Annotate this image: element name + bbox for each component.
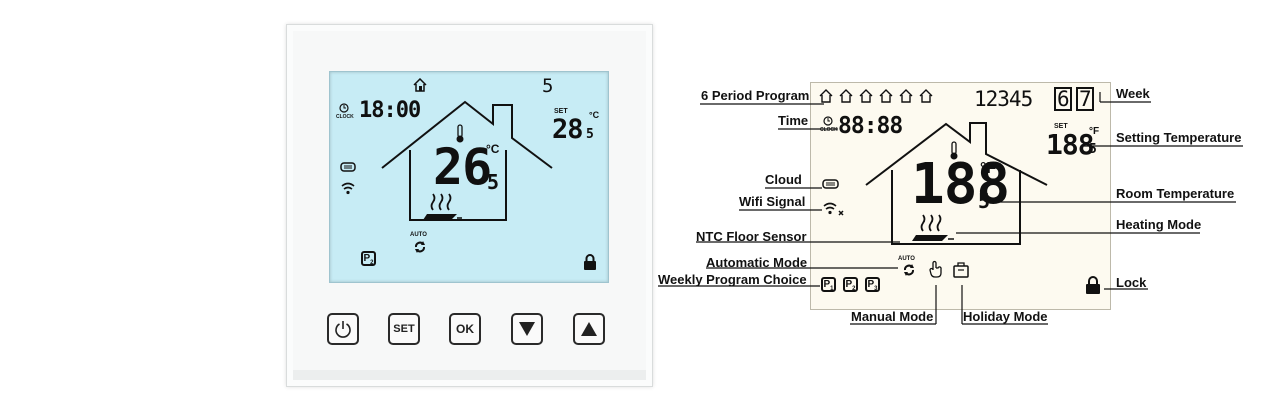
down-arrow-icon <box>519 322 535 336</box>
auto-label: AUTO <box>410 232 427 238</box>
clock-label: CLOCK <box>820 127 838 133</box>
set-label: SET <box>554 108 568 115</box>
clock-icon <box>823 116 833 126</box>
thermometer-icon <box>950 141 958 160</box>
period-program-icon <box>413 78 427 92</box>
label-auto-mode: Automatic Mode <box>706 255 808 270</box>
room-temp-unit: °F <box>980 160 997 177</box>
week-day-7: 7 <box>1076 87 1094 111</box>
label-weekly-program: Weekly Program Choice <box>658 272 807 287</box>
cloud-icon <box>340 162 356 172</box>
label-holiday-mode: Holiday Mode <box>963 309 1048 324</box>
manual-hand-icon <box>929 260 942 278</box>
program-indicator: P2 <box>361 251 376 266</box>
auto-mode-icon <box>904 264 914 276</box>
lcd-screen: 5 CLOCK 18:00 SET °C 28 5 26 5 °C AUTO <box>329 71 609 283</box>
set-temp-unit: °C <box>589 110 600 120</box>
lock-icon <box>584 254 596 270</box>
period-program-icons <box>819 89 933 103</box>
set-temp-decimal: 5 <box>586 127 594 142</box>
label-period-program: 6 Period Program <box>701 88 810 103</box>
panel-bottom-edge <box>293 370 646 380</box>
set-temp-unit: °F <box>1089 126 1100 137</box>
clock-label: CLOCK <box>336 114 354 120</box>
thermometer-icon <box>456 124 464 143</box>
set-temp-value: 28 <box>552 114 584 145</box>
label-lock: Lock <box>1116 275 1147 290</box>
lcd-diagram <box>810 82 1111 310</box>
label-manual-mode: Manual Mode <box>851 309 934 324</box>
room-temp-unit: °C <box>486 142 500 156</box>
clock-time: 88:88 <box>838 113 903 139</box>
power-button[interactable] <box>327 313 359 345</box>
label-room-temp: Room Temperature <box>1116 186 1235 201</box>
clock-icon <box>339 103 349 113</box>
set-temp-value: 188 <box>1046 128 1095 161</box>
set-button-label: SET <box>393 323 415 335</box>
auto-mode-icon <box>415 241 425 253</box>
program-3-indicator: P3 <box>865 277 880 292</box>
ok-button[interactable]: OK <box>449 313 481 345</box>
room-temp-decimal: 5 <box>487 170 499 194</box>
label-time: Time <box>778 113 809 128</box>
room-temp-value: 188 <box>911 152 1010 217</box>
room-temp-value: 26 <box>433 138 492 196</box>
label-wifi: Wifi Signal <box>739 194 806 209</box>
wifi-icon <box>341 182 355 195</box>
clock-time: 18:00 <box>359 98 421 123</box>
set-temp-decimal: 5 <box>1089 142 1097 157</box>
up-button[interactable] <box>573 313 605 345</box>
program-2-indicator: P2 <box>843 277 858 292</box>
heating-floor-icon <box>912 214 954 241</box>
up-arrow-icon <box>581 322 597 336</box>
house-outline-icon <box>381 100 553 221</box>
label-cloud: Cloud <box>765 172 802 187</box>
program-1-indicator: P1 <box>821 277 836 292</box>
cloud-icon <box>822 179 839 189</box>
room-temp-decimal: 5 <box>978 189 990 213</box>
label-heating-mode: Heating Mode <box>1116 217 1202 232</box>
week-digits: 12345 <box>974 87 1033 111</box>
set-label: SET <box>1054 123 1068 130</box>
label-setting-temp: Setting Temperature <box>1116 130 1242 145</box>
power-icon <box>335 321 351 338</box>
down-button[interactable] <box>511 313 543 345</box>
heating-floor-icon <box>423 193 462 220</box>
label-week: Week <box>1116 86 1150 101</box>
holiday-bag-icon <box>953 262 969 278</box>
set-button[interactable]: SET <box>388 313 420 345</box>
day-of-week: 5 <box>542 75 553 97</box>
label-ntc-sensor: NTC Floor Sensor <box>696 229 807 244</box>
wifi-icon <box>823 202 844 216</box>
ok-button-label: OK <box>456 322 474 336</box>
lock-icon <box>1086 276 1100 294</box>
auto-label: AUTO <box>898 256 915 262</box>
week-day-6: 6 <box>1054 87 1072 111</box>
